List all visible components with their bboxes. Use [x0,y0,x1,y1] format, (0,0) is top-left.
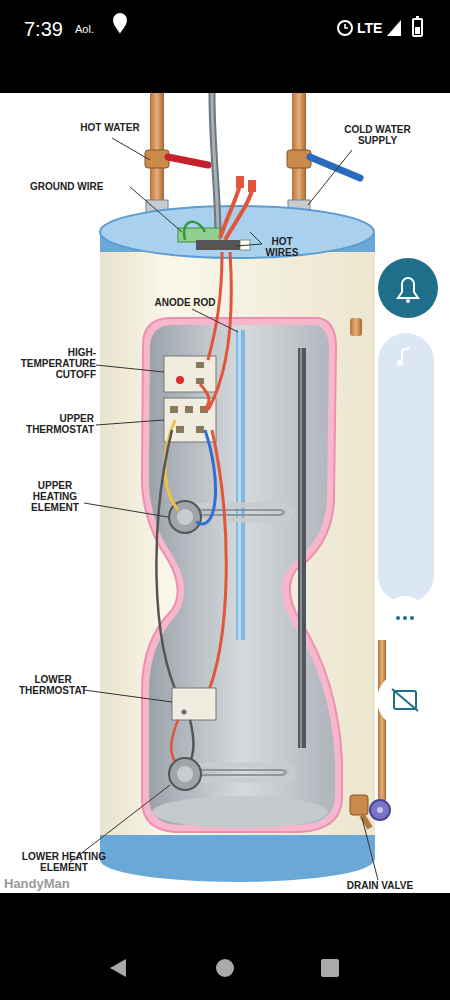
part-label: HOT WATER [60,122,160,133]
status-network: LTE [357,20,387,36]
part-label: DRAIN VALVE [340,880,420,891]
status-app: Aol. [75,23,115,35]
part-label: UPPER HEATING ELEMENT [26,480,84,513]
watermark: HandyMan [4,877,114,891]
part-label: GROUND WIRE [30,181,140,192]
part-label: LOWER THERMOSTAT [18,674,88,696]
part-label: COLD WATER SUPPLY [335,124,420,146]
part-label: HOT WIRES [262,236,302,258]
part-label: HIGH-TEMPERATURE CUTOFF [8,347,96,380]
part-label: LOWER HEATING ELEMENT [18,851,110,873]
part-label: ANODE ROD [140,297,230,308]
part-label: UPPER THERMOSTAT [14,413,94,435]
